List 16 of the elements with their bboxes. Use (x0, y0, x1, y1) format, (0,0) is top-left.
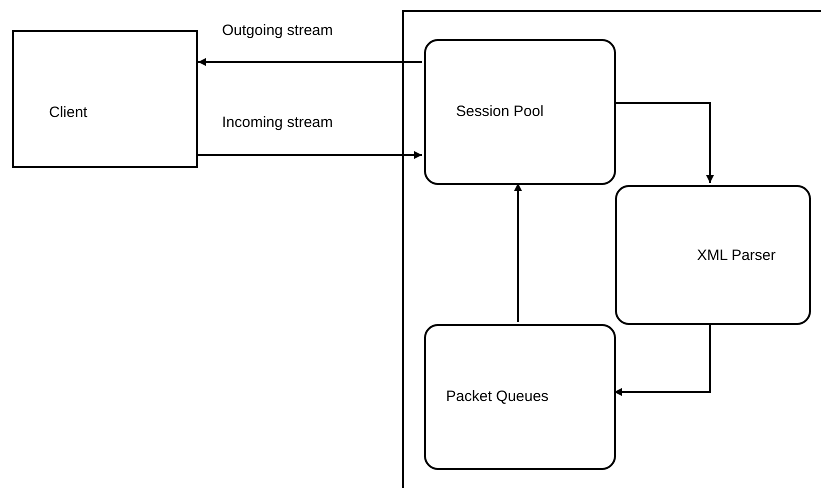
arrow (614, 102, 714, 183)
process-box (424, 324, 616, 470)
server-boundary-box (402, 10, 821, 488)
edge-label: Outgoing stream (220, 22, 335, 39)
node-label: Client (49, 104, 88, 121)
arrow (614, 323, 711, 396)
process-box (615, 185, 811, 325)
arrow (514, 183, 522, 322)
arrow (198, 58, 422, 66)
arrow (198, 151, 422, 159)
node-label: Session Pool (456, 103, 544, 120)
node-label: XML Parser (697, 247, 776, 264)
client-box (12, 30, 198, 168)
edge-label: Incoming stream (220, 114, 335, 131)
process-box (424, 39, 616, 185)
node-label: Packet Queues (446, 388, 549, 405)
